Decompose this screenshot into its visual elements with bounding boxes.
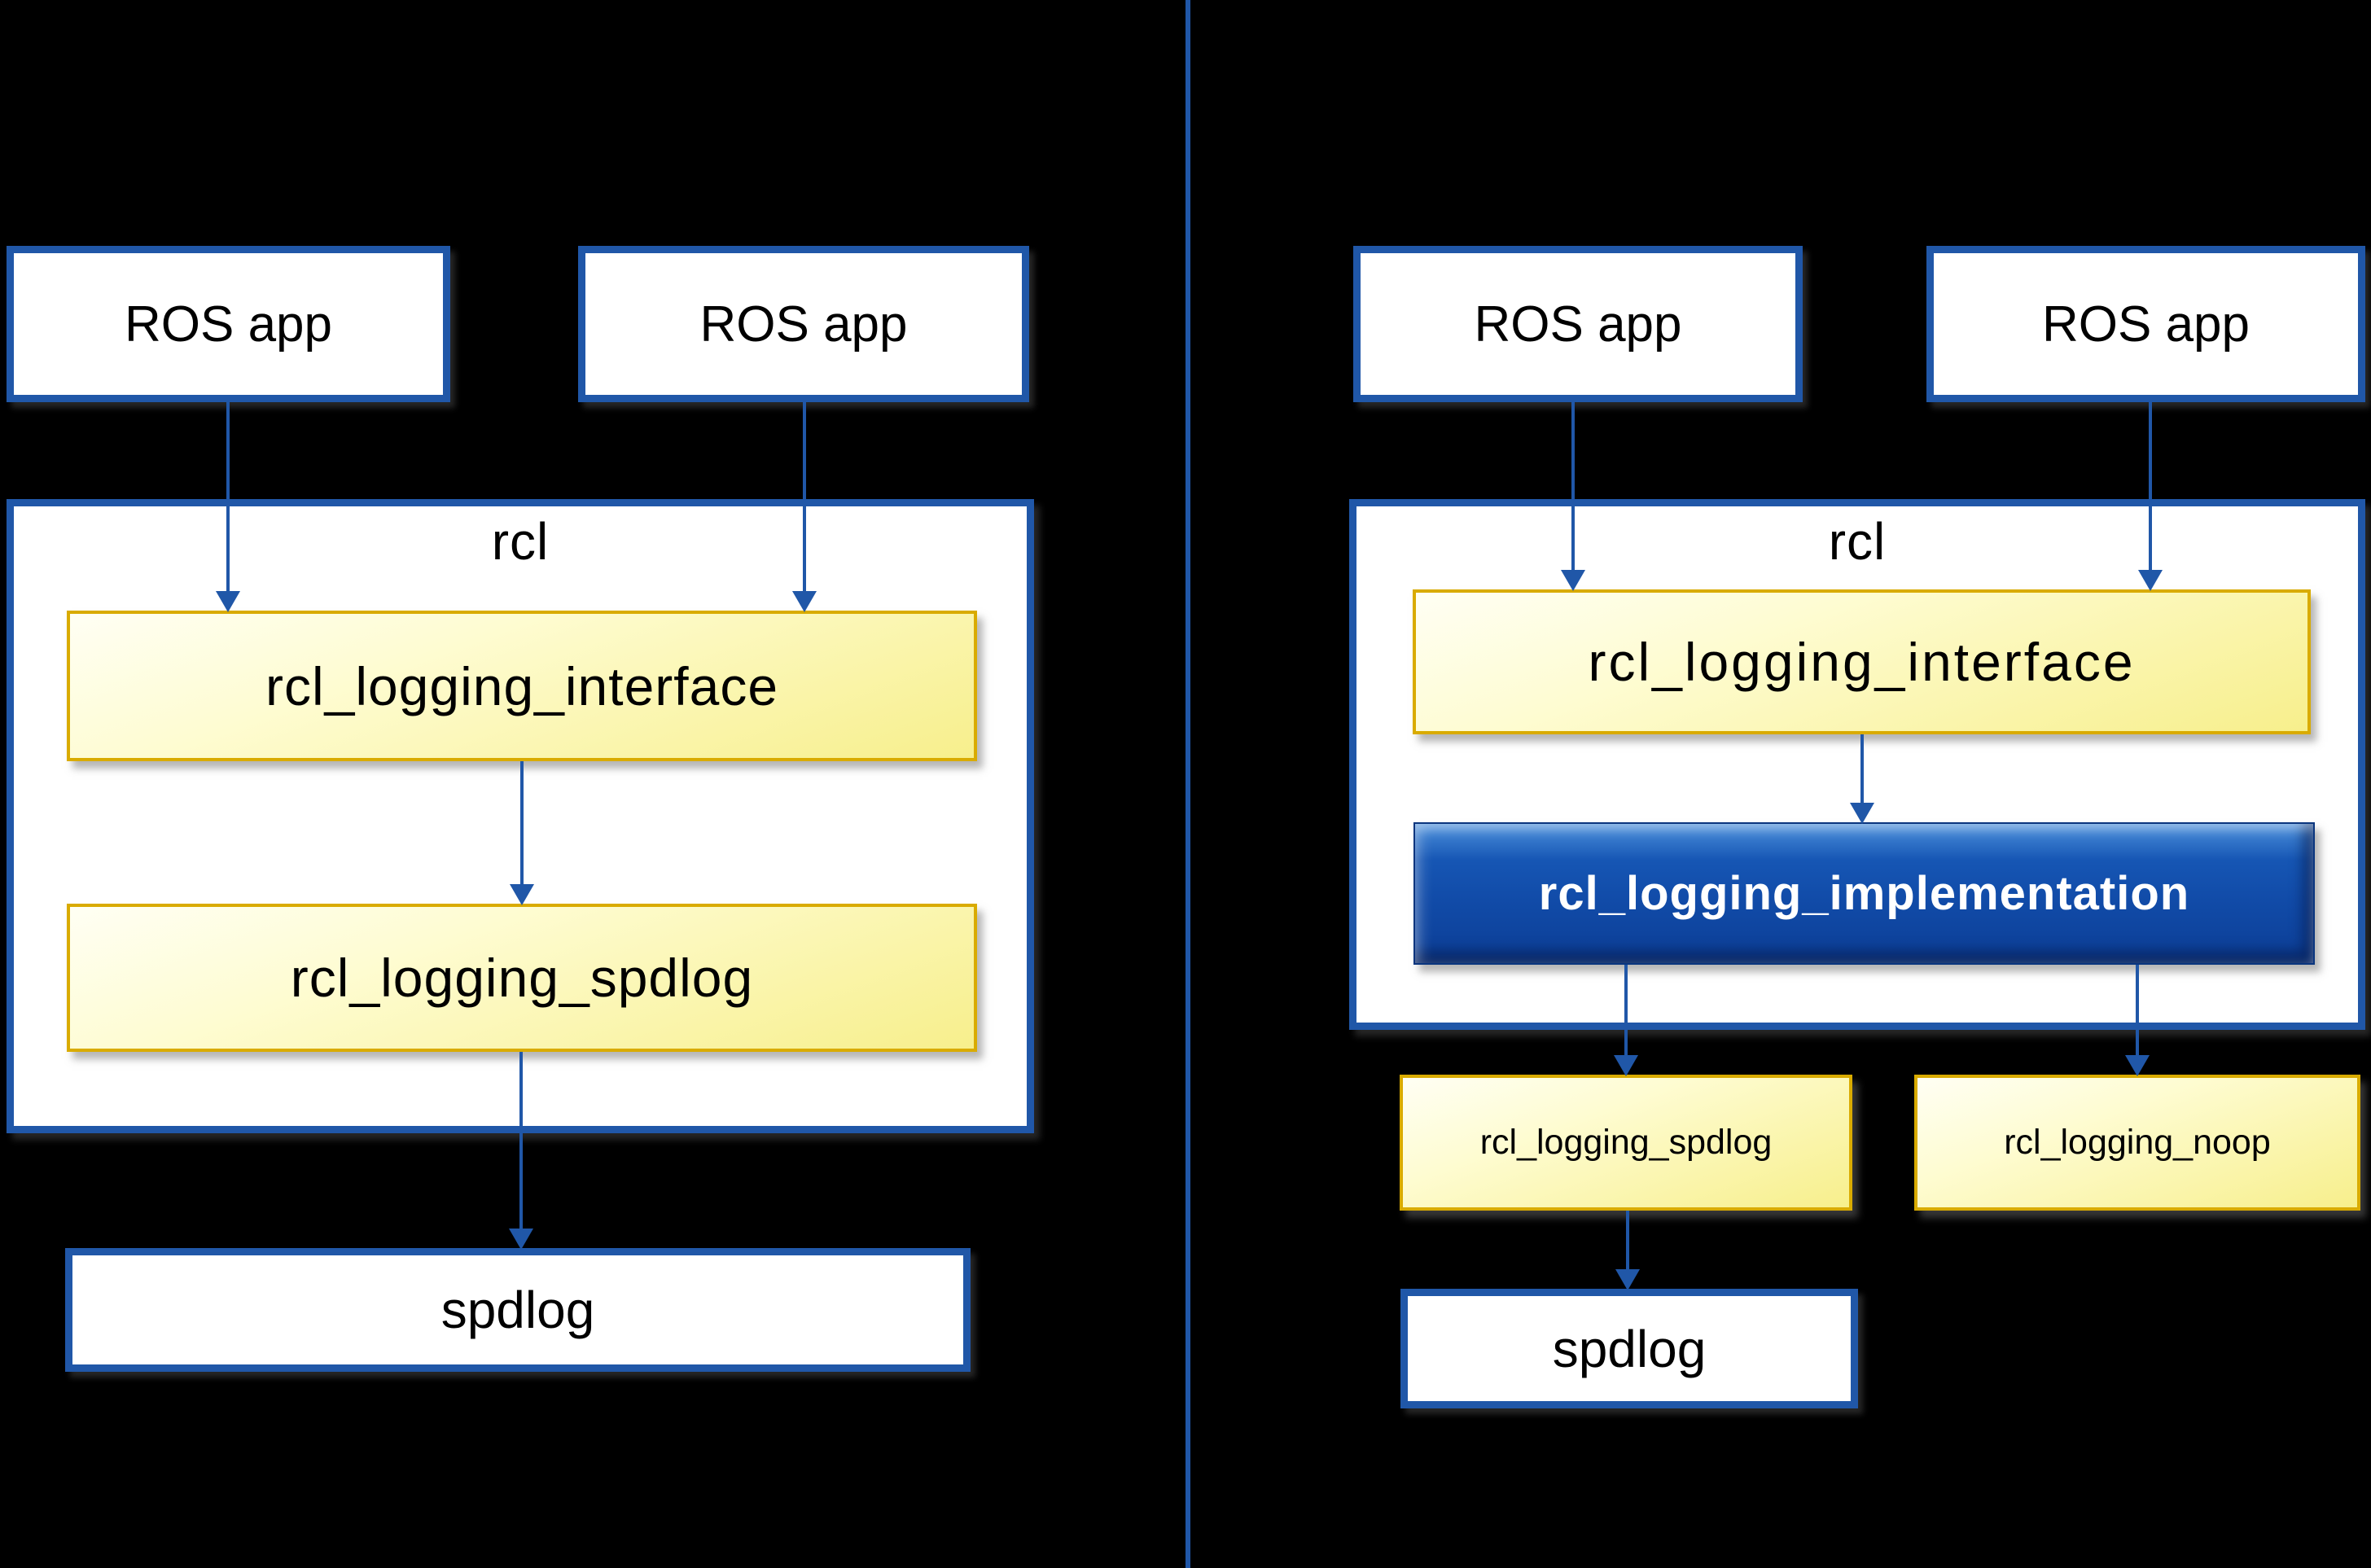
left-spdlog-box: spdlog bbox=[65, 1248, 971, 1372]
left-rcl-logging-interface-box: rcl_logging_interface bbox=[67, 611, 977, 761]
arrow-right-rosapp2-to-interface bbox=[2138, 402, 2163, 591]
arrow-left-rosapp2-to-interface bbox=[792, 402, 817, 612]
arrow-right-rosapp1-to-interface bbox=[1561, 402, 1585, 591]
arrow-right-implementation-to-noop bbox=[2125, 965, 2150, 1076]
arrow-right-spdlogbackend-to-spdlog bbox=[1615, 1211, 1640, 1290]
right-ros-app-2-box: ROS app bbox=[1926, 246, 2365, 402]
right-spdlog-box: spdlog bbox=[1400, 1289, 1858, 1408]
right-rcl-logging-implementation-label: rcl_logging_implementation bbox=[1538, 867, 2190, 920]
left-rcl-logging-spdlog-label: rcl_logging_spdlog bbox=[290, 948, 754, 1008]
left-rcl-label: rcl bbox=[491, 512, 550, 571]
arrow-left-interface-to-spdlogimpl bbox=[510, 761, 534, 905]
right-ros-app-2-label: ROS app bbox=[2041, 296, 2250, 353]
left-ros-app-2-label: ROS app bbox=[699, 296, 908, 353]
right-rcl-logging-spdlog-box: rcl_logging_spdlog bbox=[1400, 1075, 1852, 1211]
right-rcl-label: rcl bbox=[1828, 512, 1887, 571]
right-rcl-logging-interface-label: rcl_logging_interface bbox=[1588, 632, 2136, 692]
arrow-left-rosapp1-to-interface bbox=[216, 402, 240, 612]
right-spdlog-label: spdlog bbox=[1552, 1319, 1707, 1378]
right-rcl-logging-noop-box: rcl_logging_noop bbox=[1914, 1075, 2360, 1211]
left-rcl-logging-interface-label: rcl_logging_interface bbox=[265, 655, 779, 716]
arrow-left-spdlogimpl-to-spdlog bbox=[509, 1052, 533, 1250]
right-ros-app-1-box: ROS app bbox=[1353, 246, 1803, 402]
right-rcl-logging-interface-box: rcl_logging_interface bbox=[1413, 589, 2311, 734]
left-spdlog-label: spdlog bbox=[440, 1281, 595, 1339]
left-ros-app-2-box: ROS app bbox=[578, 246, 1029, 402]
left-rcl-logging-spdlog-box: rcl_logging_spdlog bbox=[67, 904, 977, 1052]
right-rcl-logging-spdlog-label: rcl_logging_spdlog bbox=[1479, 1123, 1773, 1162]
left-ros-app-1-box: ROS app bbox=[7, 246, 450, 402]
divider-line bbox=[1186, 0, 1190, 1568]
left-ros-app-1-label: ROS app bbox=[124, 296, 333, 353]
right-rcl-logging-implementation-box: rcl_logging_implementation bbox=[1413, 822, 2315, 965]
arrow-right-interface-to-implementation bbox=[1850, 734, 1874, 824]
arrow-right-implementation-to-spdlogbackend bbox=[1614, 965, 1638, 1076]
right-rcl-logging-noop-label: rcl_logging_noop bbox=[2004, 1123, 2271, 1162]
right-ros-app-1-label: ROS app bbox=[1474, 296, 1682, 353]
